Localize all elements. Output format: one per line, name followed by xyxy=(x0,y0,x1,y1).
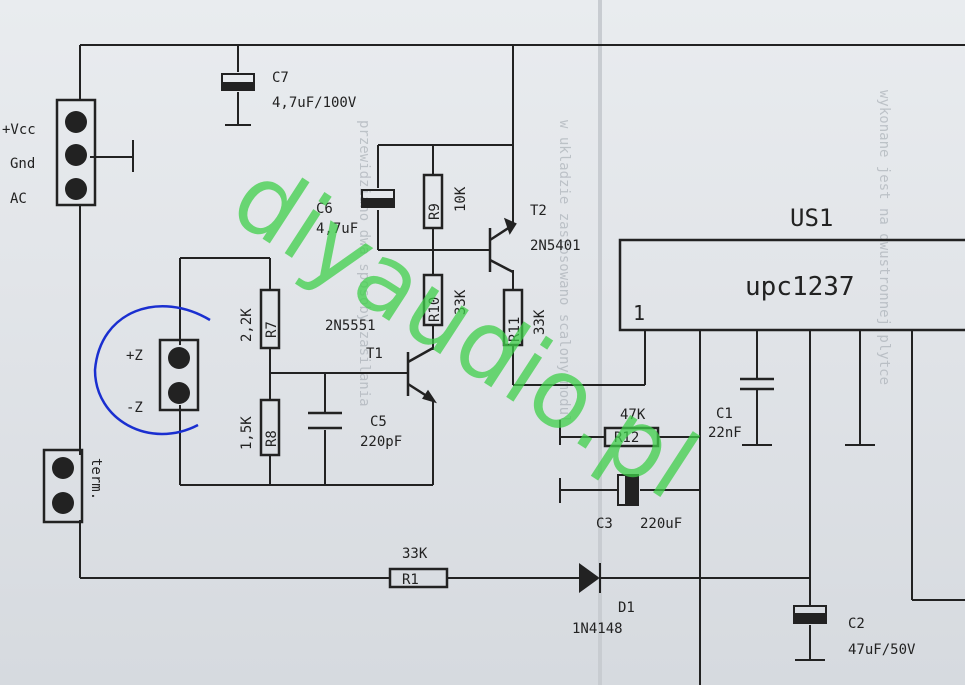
svg-text:wykonane jest na dwustronnej p: wykonane jest na dwustronnej plytce xyxy=(876,90,892,385)
r8-ref: R8 xyxy=(264,430,280,447)
capacitor-c6 xyxy=(361,189,395,208)
pin-label-vcc: +Vcc xyxy=(2,122,36,138)
r7-value: 2,2K xyxy=(239,308,255,342)
t1-part: 2N5551 xyxy=(325,318,376,334)
resistor-r7 xyxy=(259,288,281,350)
term-label: term. xyxy=(88,458,104,500)
r9-value: 10K xyxy=(453,186,469,212)
r10-ref: R10 xyxy=(427,297,443,322)
r8-value: 1,5K xyxy=(239,416,255,450)
transistor-t1 xyxy=(406,346,437,404)
pin-label-gnd: Gnd xyxy=(10,156,35,172)
c5-value: 220pF xyxy=(360,434,402,450)
paper-fold xyxy=(598,0,602,685)
connector-term xyxy=(42,448,84,524)
ic-part: upc1237 xyxy=(745,272,855,302)
r9-ref: R9 xyxy=(427,203,443,220)
r7-ref: R7 xyxy=(264,321,280,338)
c3-value: 220uF xyxy=(640,516,682,532)
d1-ref: D1 xyxy=(618,600,635,616)
r11-ref: R11 xyxy=(507,317,523,342)
diode-d1 xyxy=(579,563,601,593)
bleed-through-text: przewidziano dwa sposoby zasilania wykon… xyxy=(356,90,892,423)
transistor-t2 xyxy=(488,217,517,274)
pin-label-minus-z: -Z xyxy=(126,400,143,416)
t2-part: 2N5401 xyxy=(530,238,581,254)
c6-ref: C6 xyxy=(316,201,333,217)
t1-ref: T1 xyxy=(366,346,383,362)
resistor-r9 xyxy=(422,173,444,230)
c7-value: 4,7uF/100V xyxy=(272,95,357,111)
c1-value: 22nF xyxy=(708,425,742,441)
svg-text:przewidziano dwa sposoby zasil: przewidziano dwa sposoby zasilania xyxy=(356,120,372,407)
resistor-r1 xyxy=(388,567,449,589)
resistor-r11 xyxy=(502,288,524,347)
c3-ref: C3 xyxy=(596,516,613,532)
capacitor-c1 xyxy=(740,377,774,391)
capacitor-c3 xyxy=(617,474,639,506)
r10-value: 33K xyxy=(453,289,469,315)
hand-marker-arc xyxy=(93,305,211,436)
resistor-r12 xyxy=(603,426,660,448)
r12-value: 47K xyxy=(620,407,646,423)
r11-value: 33K xyxy=(532,309,548,335)
wires xyxy=(79,44,965,685)
resistor-r8 xyxy=(259,398,281,457)
r1-value: 33K xyxy=(402,546,428,562)
pin-label-ac: AC xyxy=(10,191,27,207)
c2-ref: C2 xyxy=(848,616,865,632)
connector-z xyxy=(158,338,200,412)
capacitor-c7 xyxy=(221,73,255,91)
ic-pin1: 1 xyxy=(633,301,645,325)
t2-ref: T2 xyxy=(530,203,547,219)
resistor-r10 xyxy=(422,273,444,327)
connector-power xyxy=(55,98,97,207)
d1-part: 1N4148 xyxy=(572,621,623,637)
c6-value: 4,7uF xyxy=(316,221,358,237)
c1-ref: C1 xyxy=(716,406,733,422)
pin-label-plus-z: +Z xyxy=(126,348,143,364)
capacitor-c5 xyxy=(308,411,342,430)
c7-ref: C7 xyxy=(272,70,289,86)
c5-ref: C5 xyxy=(370,414,387,430)
c2-value: 47uF/50V xyxy=(848,642,916,658)
r12-ref: R12 xyxy=(614,430,639,446)
ic-ref: US1 xyxy=(790,204,833,232)
capacitor-c2 xyxy=(793,605,827,624)
r1-ref: R1 xyxy=(402,572,419,588)
svg-text:w ukladzie zastosowano scalony: w ukladzie zastosowano scalony modul xyxy=(556,120,572,423)
